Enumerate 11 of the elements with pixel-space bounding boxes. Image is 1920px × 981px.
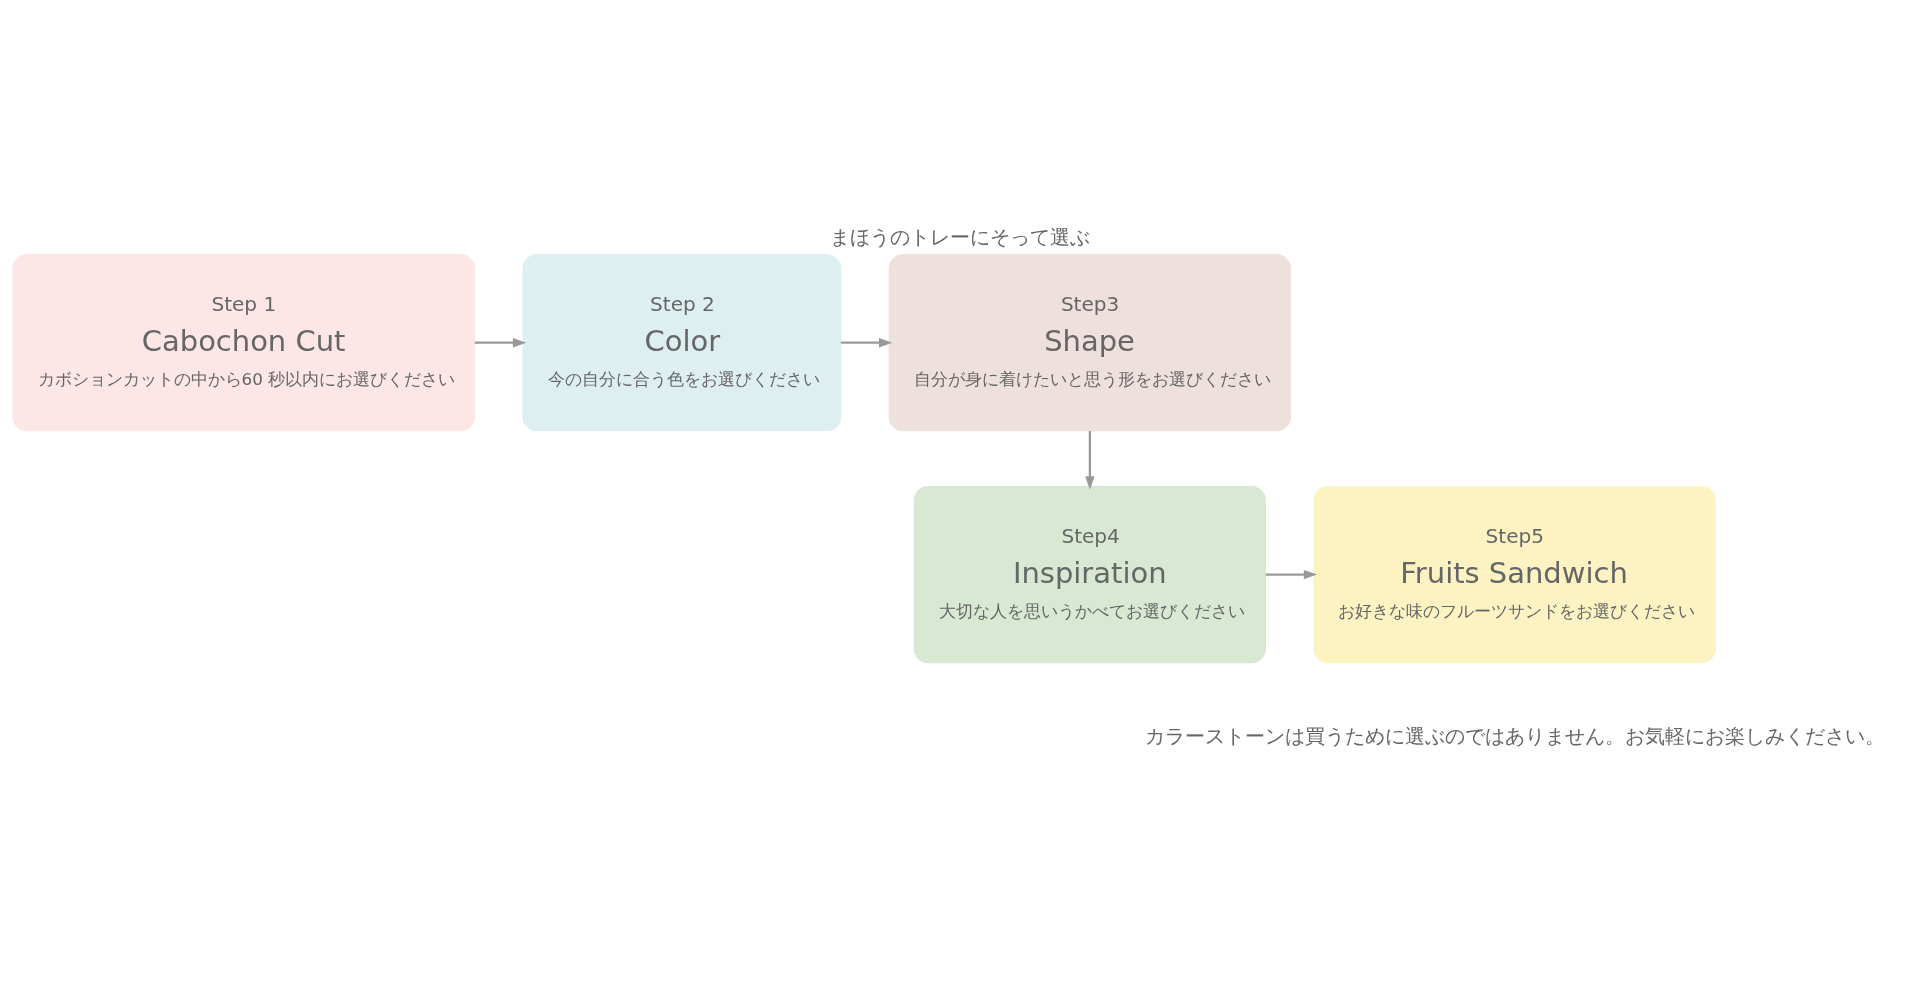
diagram-title: まほうのトレーにそって選ぶ: [830, 224, 1090, 249]
node-box: Step4 Inspiration 大切な人を思いうかべてお選びください: [913, 485, 1266, 663]
arrow: [1265, 569, 1318, 579]
node-box: Step5 Fruits Sandwich お好きな味のフルーツサンドをお選びください: [1313, 485, 1716, 663]
arrow: [1085, 430, 1095, 490]
node-box: Step3 Shape 自分が身に着けたいと思う形をお選びください: [888, 253, 1292, 431]
caption: カラーストーンは買うために選ぶのではありません。お気軽にお楽しみください。: [1144, 723, 1885, 748]
node-box: Step 2 Color 今の自分に合う色をお選びください: [522, 253, 842, 431]
arrow: [474, 337, 527, 347]
arrow: [840, 337, 893, 347]
node-box: Step 1 Cabochon Cut カボションカットの中から60 秒以内にお選びください: [12, 253, 476, 431]
